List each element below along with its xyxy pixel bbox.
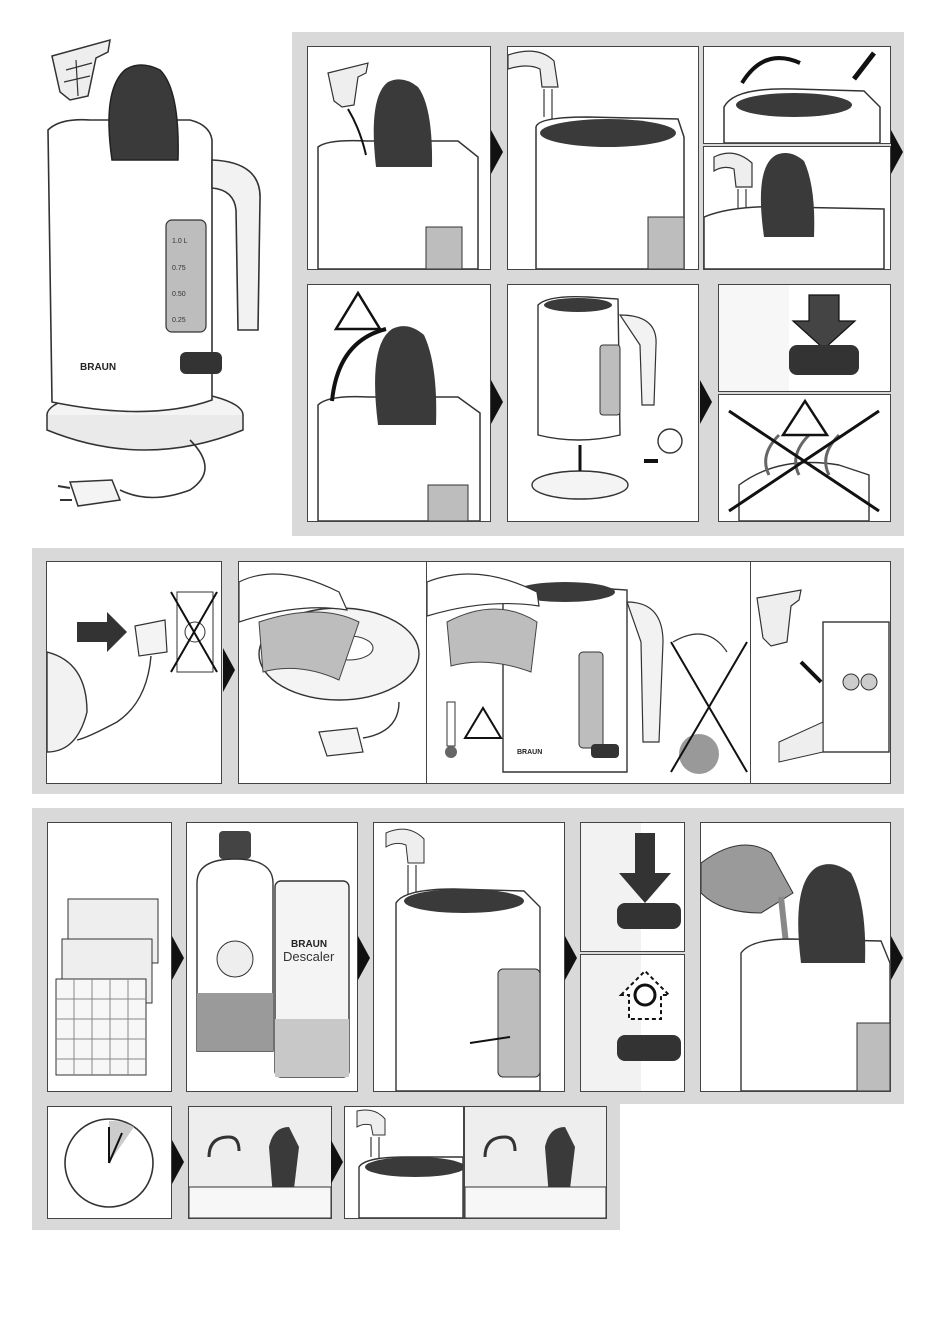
step-empty-sink: [188, 1106, 332, 1219]
power-switch-icon: [617, 903, 681, 929]
warning-triangle-icon: [465, 708, 501, 738]
step-wipe-base: [238, 561, 428, 784]
scale-label: 0.75: [172, 265, 186, 272]
tap-icon: [508, 51, 558, 87]
calendar-icon: [48, 823, 171, 1091]
plug-icon: [319, 728, 363, 756]
step-arrow: [491, 380, 503, 424]
step-close-lid-warning: [307, 284, 491, 522]
thermometer-icon: [445, 702, 457, 758]
warning-triangle-icon: [336, 293, 380, 329]
power-switch-icon: [180, 352, 222, 374]
step-open-lid: [703, 46, 891, 144]
step-place-on-base: [507, 284, 699, 522]
step-pour-descaler: [700, 822, 891, 1092]
brand-logo: BRAUN: [80, 362, 116, 373]
step-rinse-fill: [344, 1106, 464, 1219]
step-descaler-bottle: BRAUN Descaler: [186, 822, 358, 1092]
step-fill-to-mark: [373, 822, 565, 1092]
step-calendar: [47, 822, 172, 1092]
socket-icon: [658, 429, 682, 453]
dishwasher-icon: [779, 622, 889, 762]
step-insert-filter: [307, 46, 491, 270]
filter-icon: [52, 40, 110, 100]
water-window: [166, 220, 206, 332]
step-wipe-kettle: BRAUN: [426, 561, 752, 784]
clock-icon: [48, 1107, 171, 1218]
hero-kettle-panel: 1.0 L 0.75 0.50 0.25 BRAUN: [30, 30, 282, 530]
step-no-touch-steam: [718, 394, 891, 522]
power-switch-icon: [617, 1035, 681, 1061]
step-switch-on-descale: [580, 822, 685, 952]
step-wait-clock: [47, 1106, 172, 1219]
step-arrow: [565, 936, 577, 980]
warning-triangle-icon: [783, 401, 827, 435]
scale-label: 0.50: [172, 291, 186, 298]
step-rinse-empty: [464, 1106, 607, 1219]
step-arrow: [700, 380, 712, 424]
step-switch-on: [718, 284, 891, 392]
step-fill-spout: [703, 146, 891, 270]
step-arrow: [172, 936, 184, 980]
plug-icon: [58, 480, 120, 506]
step-arrow: [891, 936, 903, 980]
power-switch-icon: [789, 345, 859, 375]
step-unplug: [46, 561, 222, 784]
step-arrow: [172, 1140, 184, 1184]
step-arrow: [358, 936, 370, 980]
step-fill-water: [507, 46, 699, 270]
descaler-product: Descaler: [283, 949, 335, 964]
brand-logo: BRAUN: [517, 749, 542, 756]
scale-label: 1.0 L: [172, 238, 188, 245]
step-arrow: [891, 130, 903, 174]
step-switch-off-descale: [580, 954, 685, 1092]
step-arrow: [223, 648, 235, 692]
step-arrow: [491, 130, 503, 174]
step-dishwasher-filter: [750, 561, 891, 784]
scale-label: 0.25: [172, 317, 186, 324]
kettle-illustration: 1.0 L 0.75 0.50 0.25 BRAUN: [30, 30, 282, 530]
step-arrow: [331, 1140, 343, 1184]
